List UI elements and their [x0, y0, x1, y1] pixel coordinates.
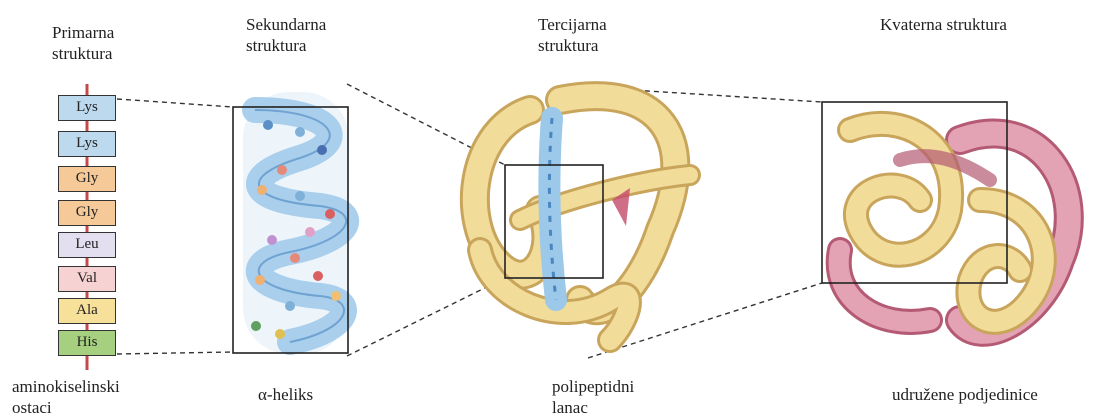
quaternary-structure-drawing: [839, 124, 1069, 332]
residue-box: Val: [58, 266, 116, 292]
residue-box: Gly: [58, 200, 116, 226]
residue-box: Ala: [58, 298, 116, 324]
tertiary-structure-drawing: [475, 96, 690, 340]
residue-box: Leu: [58, 232, 116, 258]
alpha-helix-drawing: [243, 92, 349, 354]
residue-box: His: [58, 330, 116, 356]
residue-box: Lys: [58, 95, 116, 121]
quaternary-caption: udružene podjedinice: [892, 384, 1038, 405]
residue-box: Lys: [58, 131, 116, 157]
residue-box: Gly: [58, 166, 116, 192]
secondary-caption: α-heliks: [258, 384, 313, 405]
